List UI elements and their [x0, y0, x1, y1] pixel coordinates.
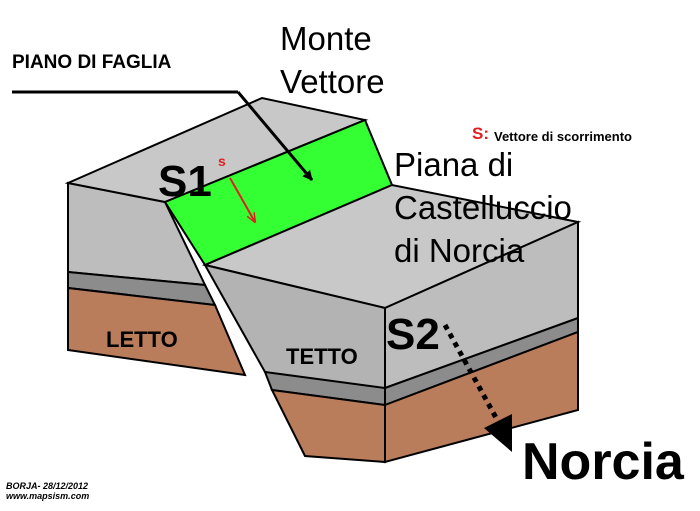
s1-label: S1 — [158, 157, 212, 206]
s1-superscript: s — [218, 153, 226, 169]
town-label: Norcia — [522, 433, 684, 491]
s2-label: S2 — [386, 310, 440, 359]
mountain-label-line2: Vettore — [280, 63, 385, 100]
mountain-label-line1: Monte — [280, 20, 372, 57]
footwall-label: LETTO — [106, 327, 178, 352]
legend-key: S: — [472, 124, 489, 143]
hangingwall-soil-side — [270, 388, 386, 464]
slip-vector-arrow — [229, 177, 255, 222]
legend-text: Vettore di scorrimento — [494, 129, 632, 144]
plain-label-line1: Piana di — [394, 146, 514, 183]
plain-label-line2: Castelluccio — [394, 189, 572, 226]
credit-line1: BORJA- 28/12/2012 — [6, 481, 89, 491]
credit-line2: www.mapsism.com — [6, 491, 90, 501]
hangingwall-label: TETTO — [286, 344, 358, 369]
footwall-soil — [67, 286, 247, 377]
plane-pointer-arrow — [236, 91, 314, 181]
fault-plane-label: PIANO DI FAGLIA — [12, 52, 172, 73]
plain-label-line3: di Norcia — [394, 232, 525, 269]
norcia-arrowhead — [484, 414, 512, 452]
